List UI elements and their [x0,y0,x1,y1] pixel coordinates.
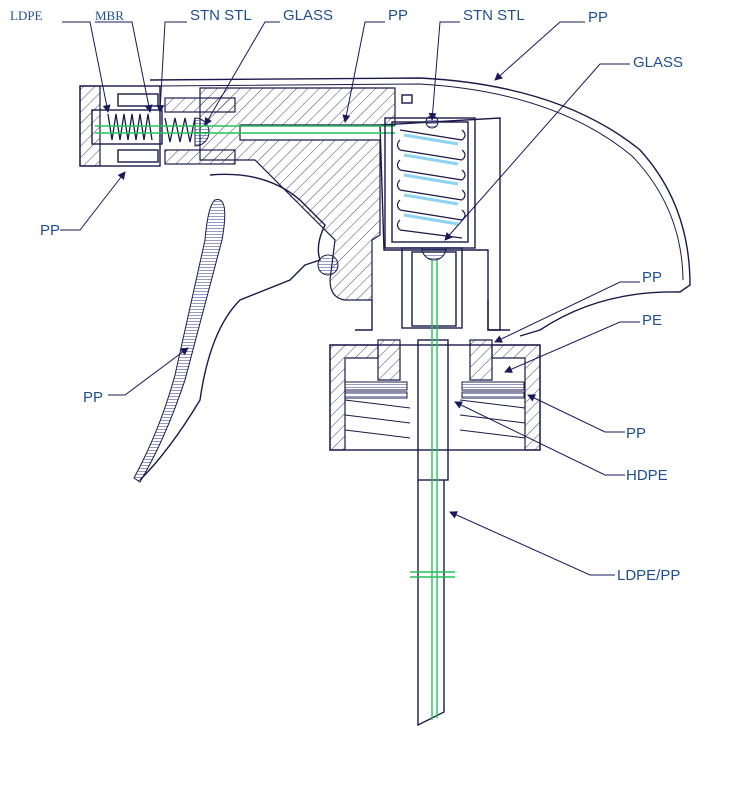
shroud [149,77,691,337]
pe-gasket [344,381,408,391]
label-pp-closure: PP [626,425,646,442]
label-ldpe-top: LDPE [10,8,43,23]
trigger [133,173,339,483]
label-glass-left: GLASS [283,7,333,24]
label-glass-right: GLASS [633,54,683,71]
trigger-pivot [317,254,339,276]
label-pp-trigger: PP [83,389,103,406]
nozzle-assembly [79,85,395,167]
label-pp-top: PP [388,7,408,24]
label-pp-nozzle: PP [40,222,60,239]
label-hdpe: HDPE [626,467,668,484]
label-stn-stl-left: STN STL [190,7,252,24]
label-mbr: MBR [95,8,124,23]
valve-housing [355,247,510,331]
label-pp-closure-upper: PP [642,269,662,286]
label-pe-gasket: PE [642,312,662,329]
leader-lines [60,21,640,576]
dip-tube [410,260,455,727]
chamber-spring [384,115,476,261]
label-ldpe-pp-tube: LDPE/PP [617,567,680,584]
nozzle-spring [107,113,153,141]
check-valve-glass-ball [421,247,447,261]
pump-body [199,87,501,331]
trigger-grip [133,199,226,483]
label-pp-shroud: PP [588,9,608,26]
closure-cap [329,339,541,451]
label-stn-stl-right: STN STL [463,7,525,24]
